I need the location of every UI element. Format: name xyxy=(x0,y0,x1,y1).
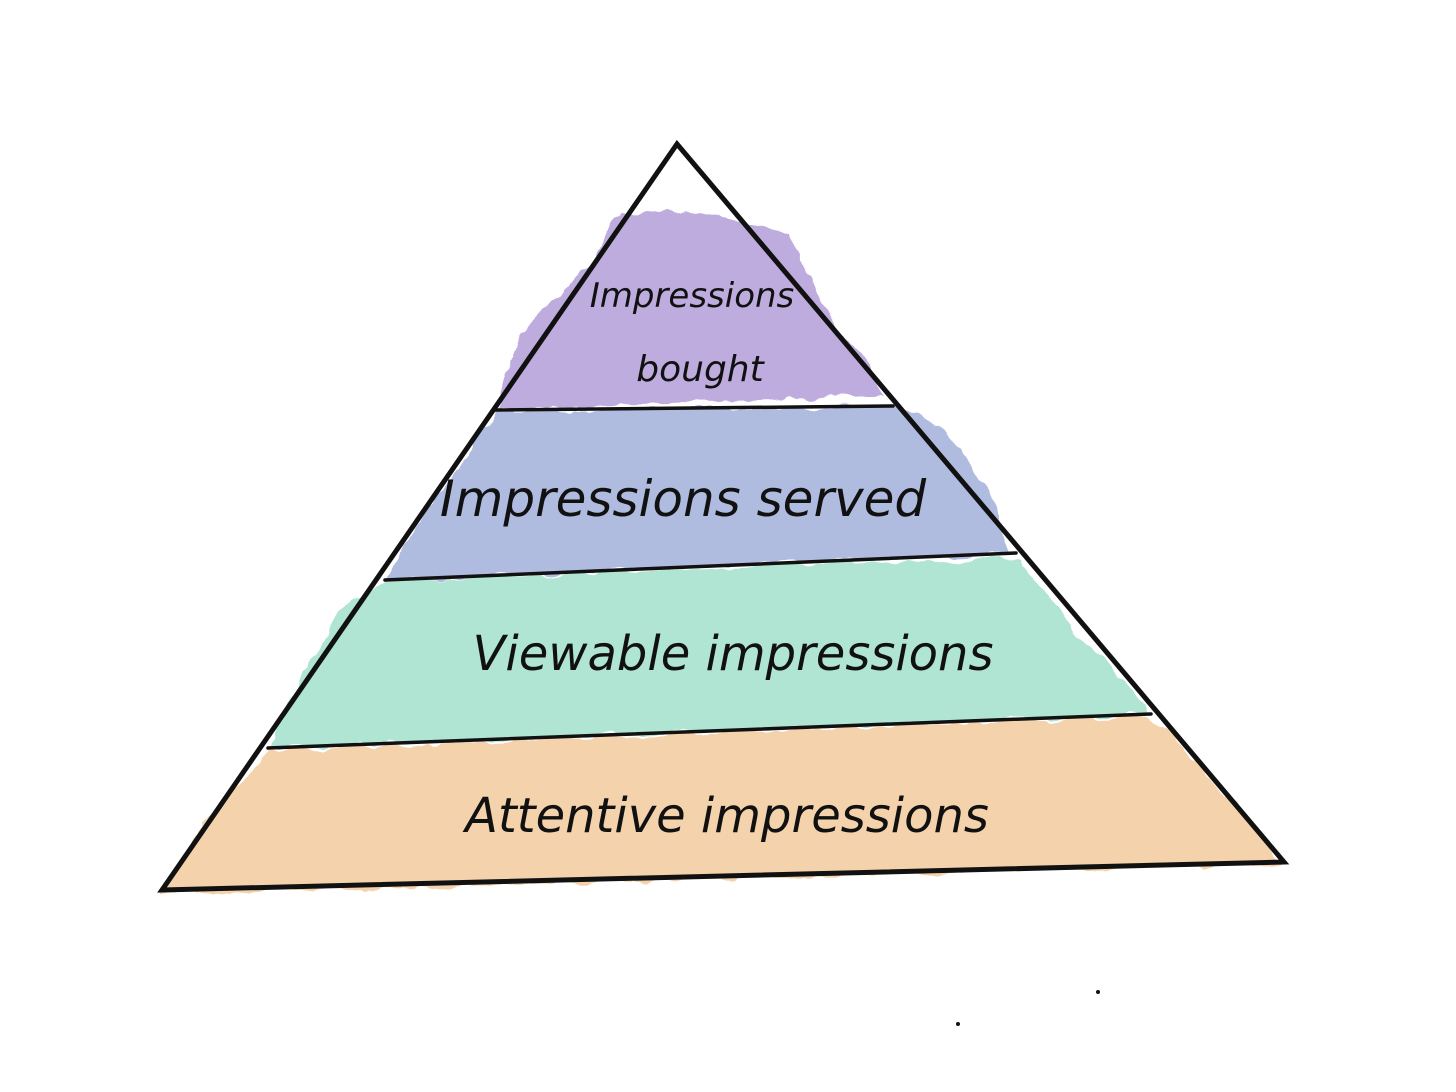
tier-fill-viewable-impressions xyxy=(270,558,1150,748)
tier-divider-2 xyxy=(383,551,1018,582)
pyramid-outline xyxy=(157,139,1290,893)
tier-fill-impressions-served xyxy=(385,405,1010,580)
tier-label-impressions-bought-line1: Impressions xyxy=(590,276,795,316)
tier-label-viewable-impressions: Viewable impressions xyxy=(473,626,994,682)
tier-fills xyxy=(160,210,1280,895)
stray-dot xyxy=(1096,990,1100,994)
tier-divider-3 xyxy=(266,712,1153,750)
stray-dot xyxy=(956,1022,960,1026)
tier-label-attentive-impressions: Attentive impressions xyxy=(462,788,989,844)
tier-label-impressions-served: Impressions served xyxy=(440,470,926,528)
tier-label-impressions-bought-line2: bought xyxy=(636,349,765,390)
tier-divider-1 xyxy=(493,404,895,412)
tier-fill-attentive-impressions xyxy=(160,716,1280,895)
tier-labels: Impressions bought Impressions served Vi… xyxy=(440,276,994,844)
stray-dots xyxy=(956,990,1100,1026)
pyramid-triangle xyxy=(157,139,1290,893)
